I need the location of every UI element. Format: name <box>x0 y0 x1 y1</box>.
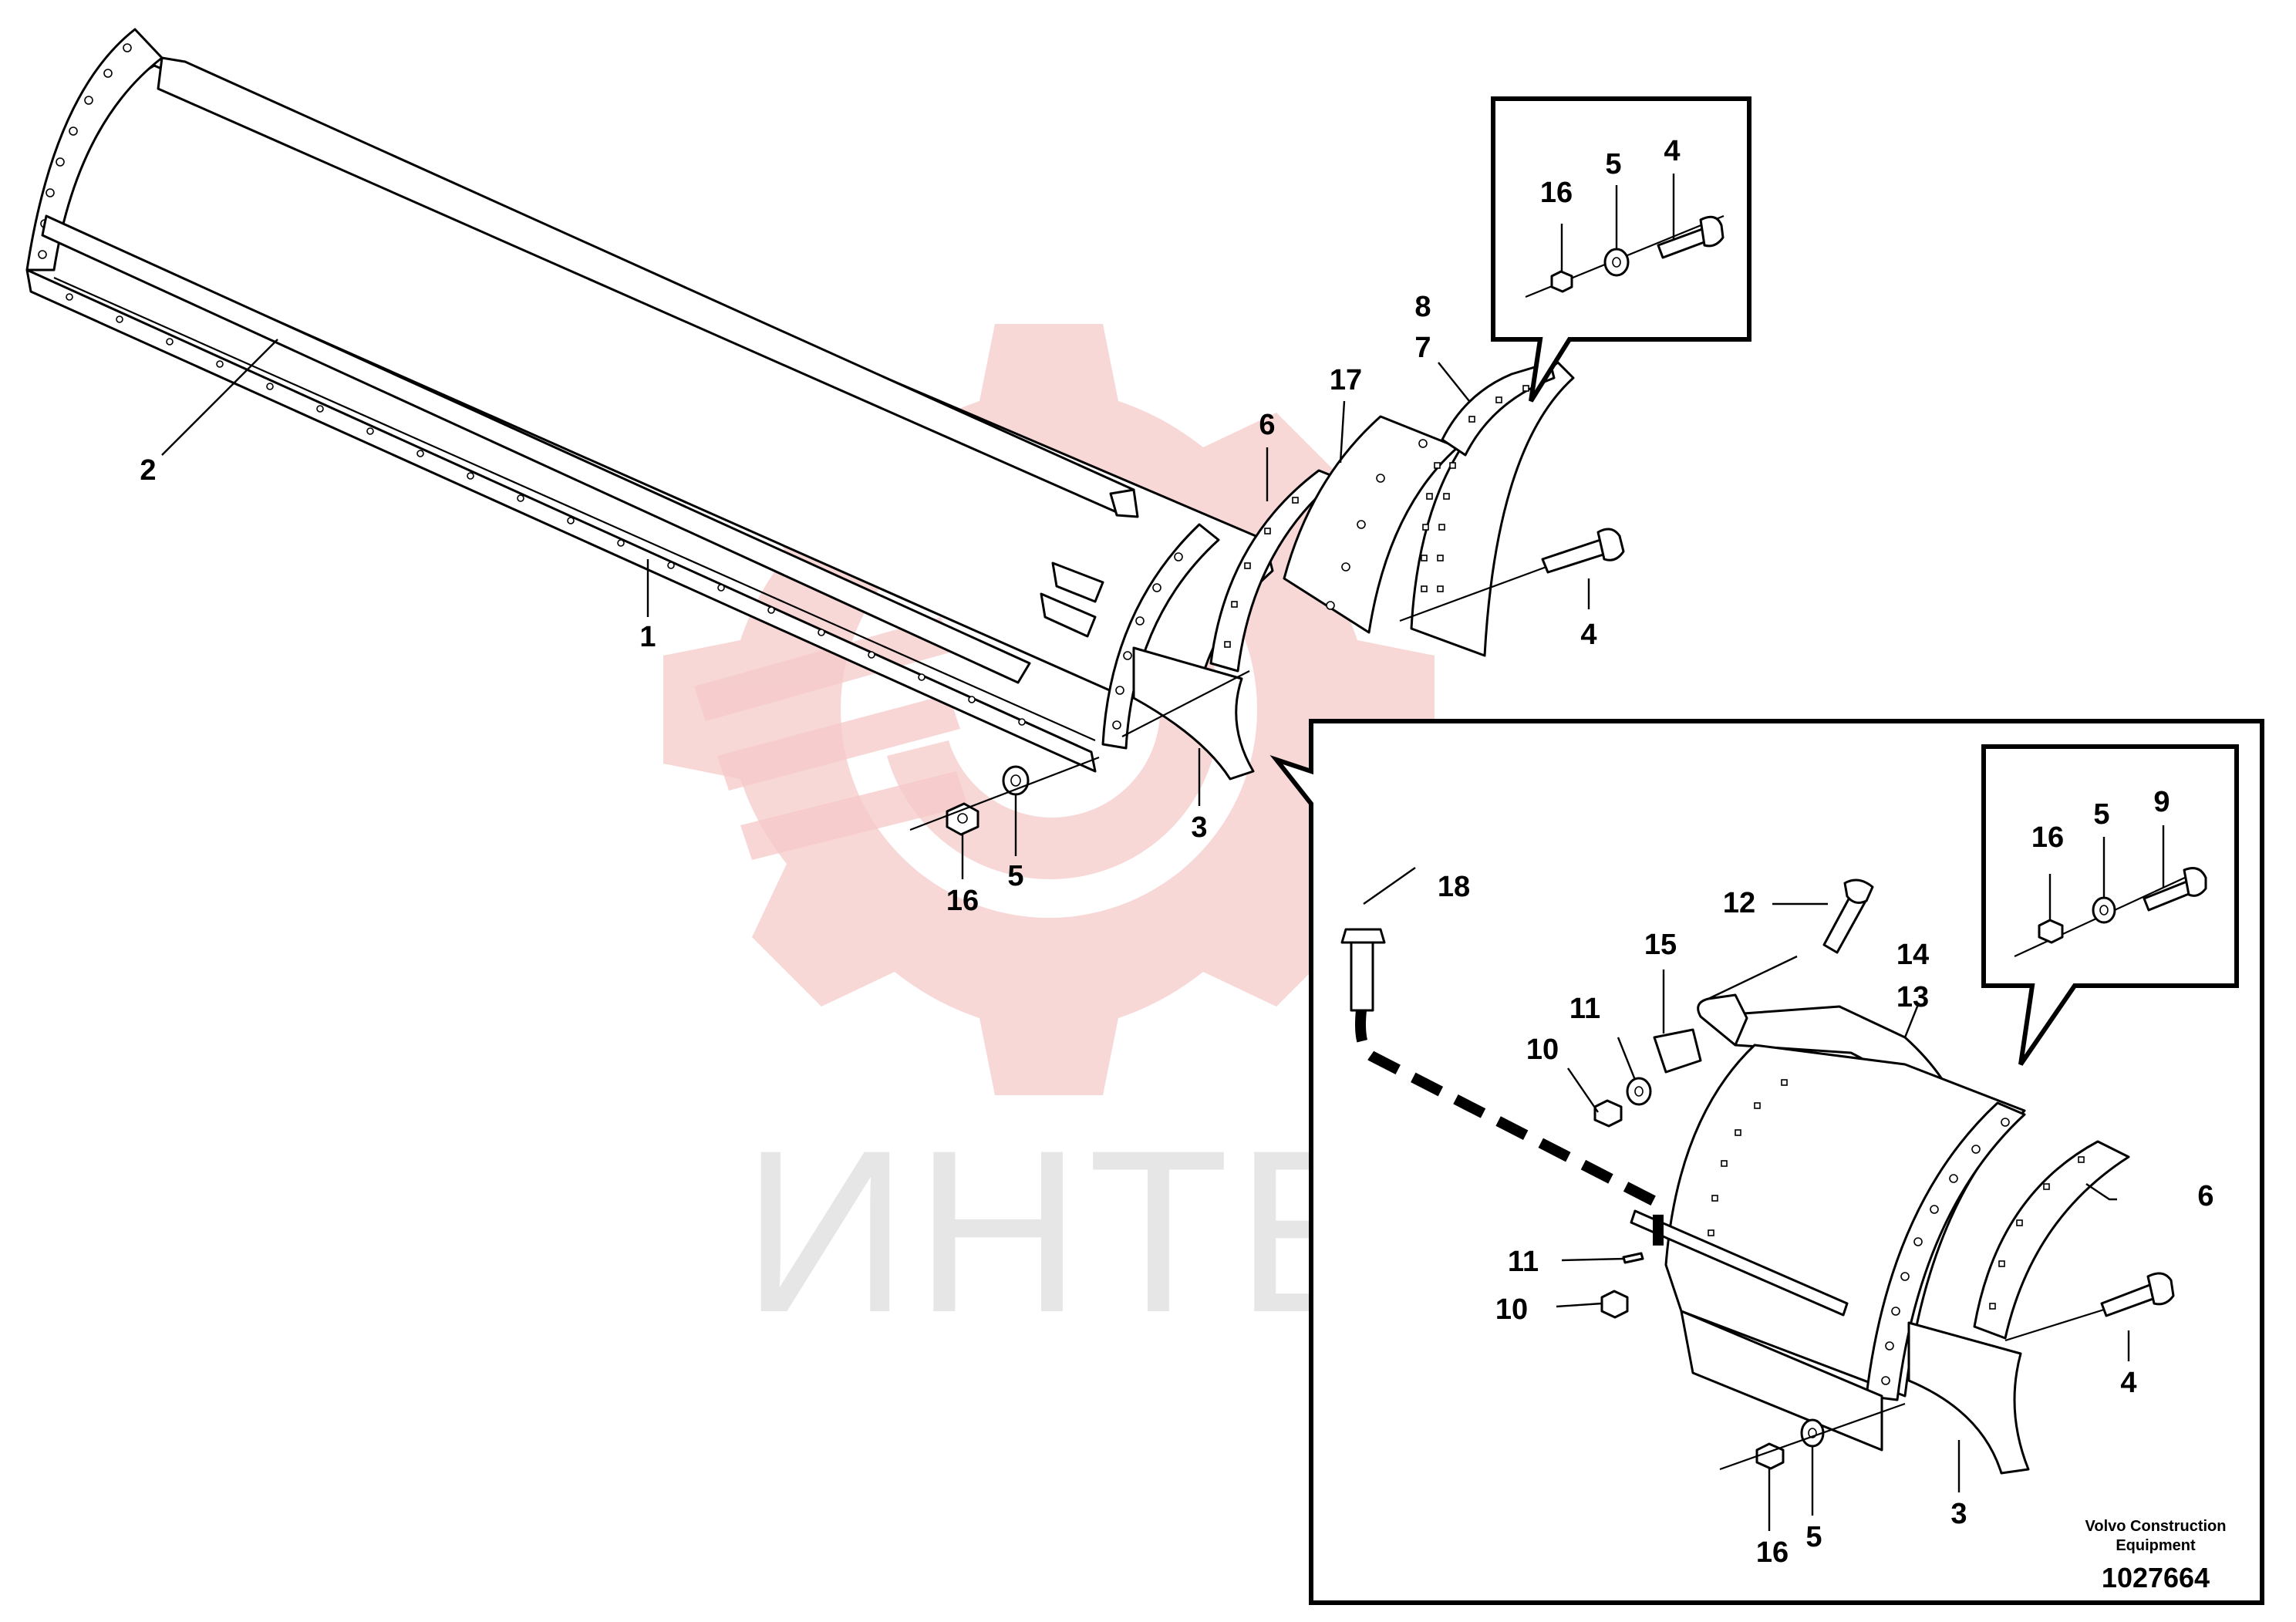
credit-line-2: Equipment <box>2116 1537 2196 1554</box>
callout-14: 14 <box>1896 939 1929 971</box>
callout-6-detail: 6 <box>2197 1180 2213 1212</box>
top-edge-end-cap <box>1109 488 1139 518</box>
callout-5-box1: 5 <box>1605 148 1621 180</box>
bolt-part-18 <box>1340 928 1386 1012</box>
callout-2: 2 <box>140 454 156 487</box>
callout-10-bottom: 10 <box>1495 1293 1528 1326</box>
leader-17 <box>1339 400 1346 464</box>
bolt-part-4-box1 <box>1657 215 1725 259</box>
moldboard-left-end-plate <box>25 28 164 271</box>
end-plate-detail-front <box>1865 1101 2026 1401</box>
callout-5-main: 5 <box>1007 860 1023 892</box>
leader-2 <box>161 339 278 456</box>
callout-4-box1: 4 <box>1664 135 1680 167</box>
shim-part-11-bottom <box>1622 1252 1644 1264</box>
bolt-part-12 <box>1822 878 1874 954</box>
detail-box-1 <box>1491 96 1752 403</box>
callout-16-main: 16 <box>946 885 979 917</box>
cutting-edge-part-1 <box>25 268 1097 773</box>
nut-part-16-box2 <box>2038 919 2064 944</box>
callout-6-main: 6 <box>1259 409 1275 441</box>
bolt-part-9-box2 <box>2143 867 2207 912</box>
end-plate-part-7-8 <box>1410 361 1575 657</box>
end-bit-part-3 <box>1132 646 1255 781</box>
callout-11-top: 11 <box>1569 993 1600 1025</box>
callout-5-detail: 5 <box>1805 1521 1822 1553</box>
callout-9-box2: 9 <box>2153 786 2170 818</box>
washer-part-5-box1 <box>1603 248 1630 277</box>
callout-16-box1: 16 <box>1540 177 1573 209</box>
rod-detail <box>1630 1209 1849 1317</box>
callout-labels: 1 2 3 5 16 6 17 8 7 4 16 5 4 18 12 15 14… <box>140 135 2213 1569</box>
callout-18: 18 <box>1438 871 1470 903</box>
part-6-square-holes <box>1224 497 1299 648</box>
part-17-holes <box>1326 439 1428 610</box>
bracket-lug-part-14 <box>1697 993 1748 1047</box>
right-end-plate-holes <box>1112 552 1183 730</box>
callout-11-bottom: 11 <box>1508 1246 1539 1278</box>
wear-strip-part-6-detail <box>1973 1140 2130 1340</box>
callout-16-box2: 16 <box>2031 821 2064 854</box>
nut-part-10-bottom <box>1600 1290 1629 1319</box>
bolt-part-4-detail <box>2004 1272 2175 1342</box>
tilt-cylinder <box>41 214 1031 684</box>
plate-part-15 <box>1653 1028 1702 1074</box>
washer-part-5-box2 <box>2092 896 2116 924</box>
wear-strip-detail-holes <box>1989 1156 2085 1310</box>
callout-1: 1 <box>639 621 656 653</box>
detail-fastener-axis <box>1719 1402 1906 1471</box>
callout-16-detail: 16 <box>1756 1536 1789 1569</box>
moldboard-assembly <box>25 28 1274 773</box>
callout-13: 13 <box>1896 981 1929 1013</box>
part-7-8-square-holes <box>1421 385 1529 592</box>
callout-3-detail: 3 <box>1950 1498 1967 1530</box>
callout-7: 7 <box>1414 332 1431 364</box>
nut-part-10-top <box>1593 1099 1623 1128</box>
bolt-part-4-main <box>1399 528 1625 622</box>
callout-8: 8 <box>1414 291 1431 323</box>
cutting-edge-holes <box>66 293 1026 726</box>
end-plate-detail-holes <box>1708 1079 2010 1385</box>
nut-part-16-box1 <box>1550 270 1573 293</box>
washer-part-11-top <box>1626 1077 1652 1106</box>
callout-15: 15 <box>1644 929 1677 961</box>
main-fastener-axis <box>909 756 1100 831</box>
left-end-plate-holes <box>38 43 132 259</box>
callout-12: 12 <box>1723 887 1755 919</box>
credit-block: Volvo Construction Equipment 1027664 <box>2085 1518 2227 1593</box>
skid-plate-detail <box>1680 1310 1883 1452</box>
mounting-lug-upper <box>1051 561 1104 603</box>
callout-4-detail: 4 <box>2120 1367 2136 1399</box>
detail-box-large <box>1269 719 2264 1605</box>
callout-5-box2: 5 <box>2093 798 2109 831</box>
cutting-edge-lower-line <box>53 276 1096 742</box>
dashed-locator-line <box>1355 1010 1664 1249</box>
callout-10-top: 10 <box>1526 1034 1559 1066</box>
document-number: 1027664 <box>2102 1562 2210 1593</box>
callout-3-main: 3 <box>1191 811 1207 844</box>
end-bit-axis <box>1121 670 1250 737</box>
callout-4-main: 4 <box>1580 619 1596 651</box>
credit-line-1: Volvo Construction <box>2085 1518 2227 1535</box>
end-bit-part-3-detail <box>1907 1321 2030 1475</box>
nut-part-16-main <box>946 802 979 836</box>
callout-17: 17 <box>1330 364 1362 396</box>
mounting-lug-lower <box>1040 592 1097 638</box>
detail-box-2 <box>1981 744 2239 1066</box>
leader-7 <box>1438 362 1470 402</box>
